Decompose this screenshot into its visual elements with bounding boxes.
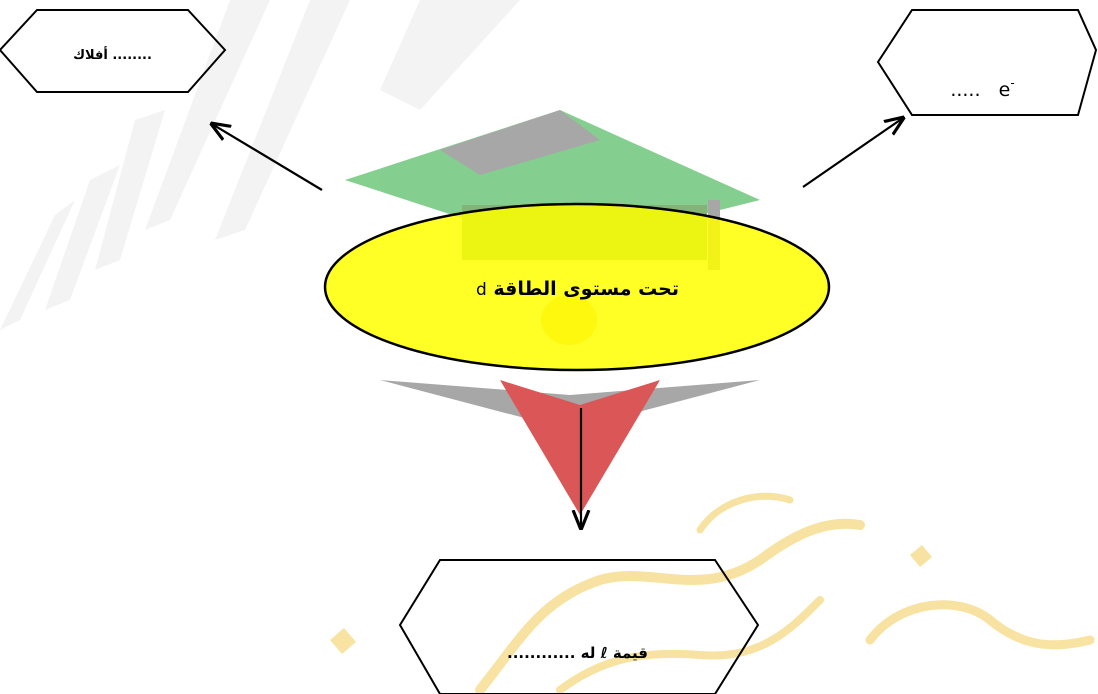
- hex-node-bottom: [398, 559, 760, 694]
- arrow-to-top-right: [802, 118, 903, 188]
- handwriting-watermark: [330, 492, 1095, 694]
- arrow-to-top-left: [212, 124, 323, 191]
- electrons-dots: .....: [950, 79, 981, 101]
- electron-symbol: e: [998, 79, 1011, 101]
- orbitals-label: ........ أفلاك: [73, 48, 152, 63]
- electrons-label: ..... e-: [880, 76, 1085, 101]
- center-ellipse: [323, 202, 831, 372]
- electron-charge: -: [1010, 76, 1015, 90]
- center-title-text: تحت مستوى الطاقة: [493, 278, 680, 300]
- cap-shade: [440, 110, 600, 175]
- hex-node-top-right: [876, 9, 1098, 116]
- l-value-label: قيمة ℓ له ............: [507, 644, 648, 662]
- watermark-strokes: [0, 0, 520, 330]
- hex-node-top-left: [0, 9, 227, 93]
- center-title: تحت مستوى الطاقة d: [325, 278, 830, 300]
- center-symbol: d: [475, 280, 487, 300]
